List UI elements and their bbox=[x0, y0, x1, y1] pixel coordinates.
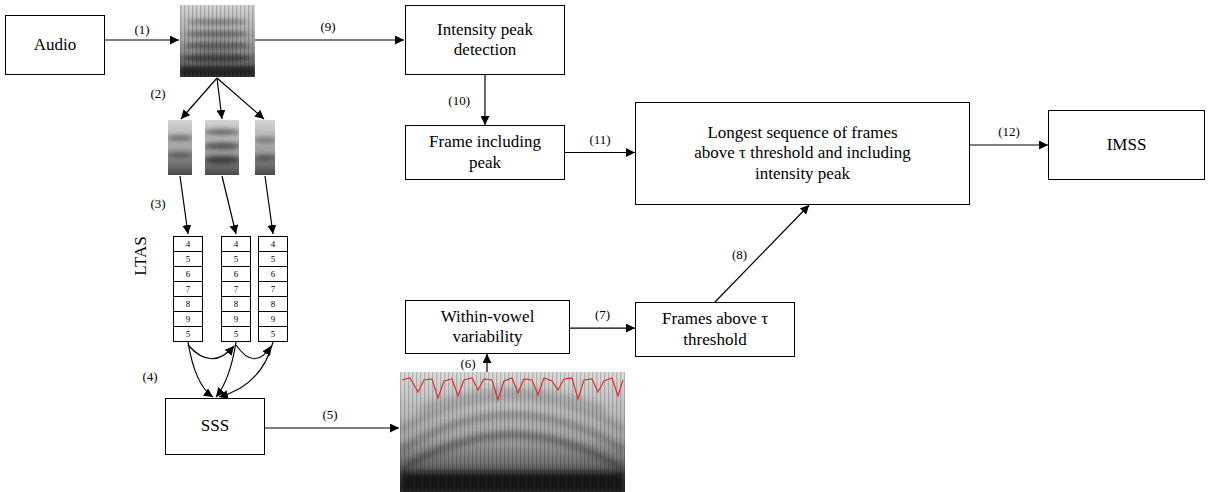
ltas-cell: 5 bbox=[221, 326, 251, 342]
ltas-cell: 5 bbox=[173, 251, 203, 267]
process-box: Frames above τ threshold bbox=[635, 302, 795, 357]
ltas-cell: 9 bbox=[258, 311, 288, 327]
ltas-cell: 5 bbox=[173, 326, 203, 342]
ltas-cell: 7 bbox=[258, 281, 288, 297]
process-box: Intensity peak detection bbox=[405, 5, 565, 75]
arrow-connector bbox=[970, 144, 1048, 145]
ltas-cell: 4 bbox=[173, 236, 203, 252]
spectrogram-image bbox=[180, 5, 255, 77]
process-box: IMSS bbox=[1048, 110, 1205, 180]
flow-arrow bbox=[105, 40, 487, 428]
arrow-connector bbox=[570, 327, 635, 328]
arrow-connector bbox=[715, 205, 809, 302]
callout-number: (6) bbox=[459, 356, 476, 371]
process-box: Audio bbox=[5, 15, 105, 75]
box-text: IMSS bbox=[1107, 135, 1147, 155]
callout-number: (1) bbox=[133, 22, 150, 37]
ltas-cell: 6 bbox=[221, 266, 251, 282]
callout-number: (3) bbox=[149, 196, 166, 211]
callout-number: (9) bbox=[319, 19, 336, 34]
ltas-cell: 9 bbox=[221, 311, 251, 327]
arrow-connector bbox=[484, 75, 485, 125]
callout-number: (7) bbox=[594, 307, 611, 322]
callout-number: (5) bbox=[321, 407, 338, 422]
ltas-cell: 5 bbox=[221, 251, 251, 267]
callout-number: (8) bbox=[731, 246, 748, 261]
process-box: Longest sequence of frames above τ thres… bbox=[635, 102, 970, 205]
ltas-cell: 4 bbox=[221, 236, 251, 252]
box-text: Audio bbox=[34, 35, 77, 55]
box-text: Within-vowel variability bbox=[423, 307, 553, 347]
ltas-cell: 8 bbox=[221, 296, 251, 312]
ltas-cell: 8 bbox=[258, 296, 288, 312]
process-box: Frame including peak bbox=[405, 125, 565, 180]
box-text: SSS bbox=[201, 416, 229, 436]
process-box: Within-vowel variability bbox=[405, 300, 570, 354]
arrow-connector bbox=[565, 152, 635, 153]
ltas-cell: 6 bbox=[258, 266, 288, 282]
ltas-cell: 6 bbox=[173, 266, 203, 282]
box-text: Frame including peak bbox=[425, 132, 545, 172]
process-box: SSS bbox=[165, 398, 265, 455]
box-text: Frames above τ threshold bbox=[656, 309, 774, 349]
ltas-cell: 9 bbox=[173, 311, 203, 327]
callout-number: (2) bbox=[149, 86, 166, 101]
box-text: Intensity peak detection bbox=[420, 20, 550, 60]
ltas-cell: 8 bbox=[173, 296, 203, 312]
ltas-cell: 5 bbox=[258, 326, 288, 342]
ltas-cell: 7 bbox=[173, 281, 203, 297]
box-text: Longest sequence of frames above τ thres… bbox=[685, 123, 920, 183]
callout-number: (12) bbox=[997, 124, 1021, 139]
callout-number: (11) bbox=[588, 132, 611, 147]
spectrogram-image bbox=[400, 372, 625, 492]
callout-number: (4) bbox=[141, 369, 158, 384]
axis-label: LTAS bbox=[131, 235, 150, 277]
ltas-cell: 5 bbox=[258, 251, 288, 267]
callout-number: (10) bbox=[447, 93, 471, 108]
ltas-cell: 7 bbox=[221, 281, 251, 297]
ltas-cell: 4 bbox=[258, 236, 288, 252]
spectrogram-crop bbox=[166, 120, 277, 175]
